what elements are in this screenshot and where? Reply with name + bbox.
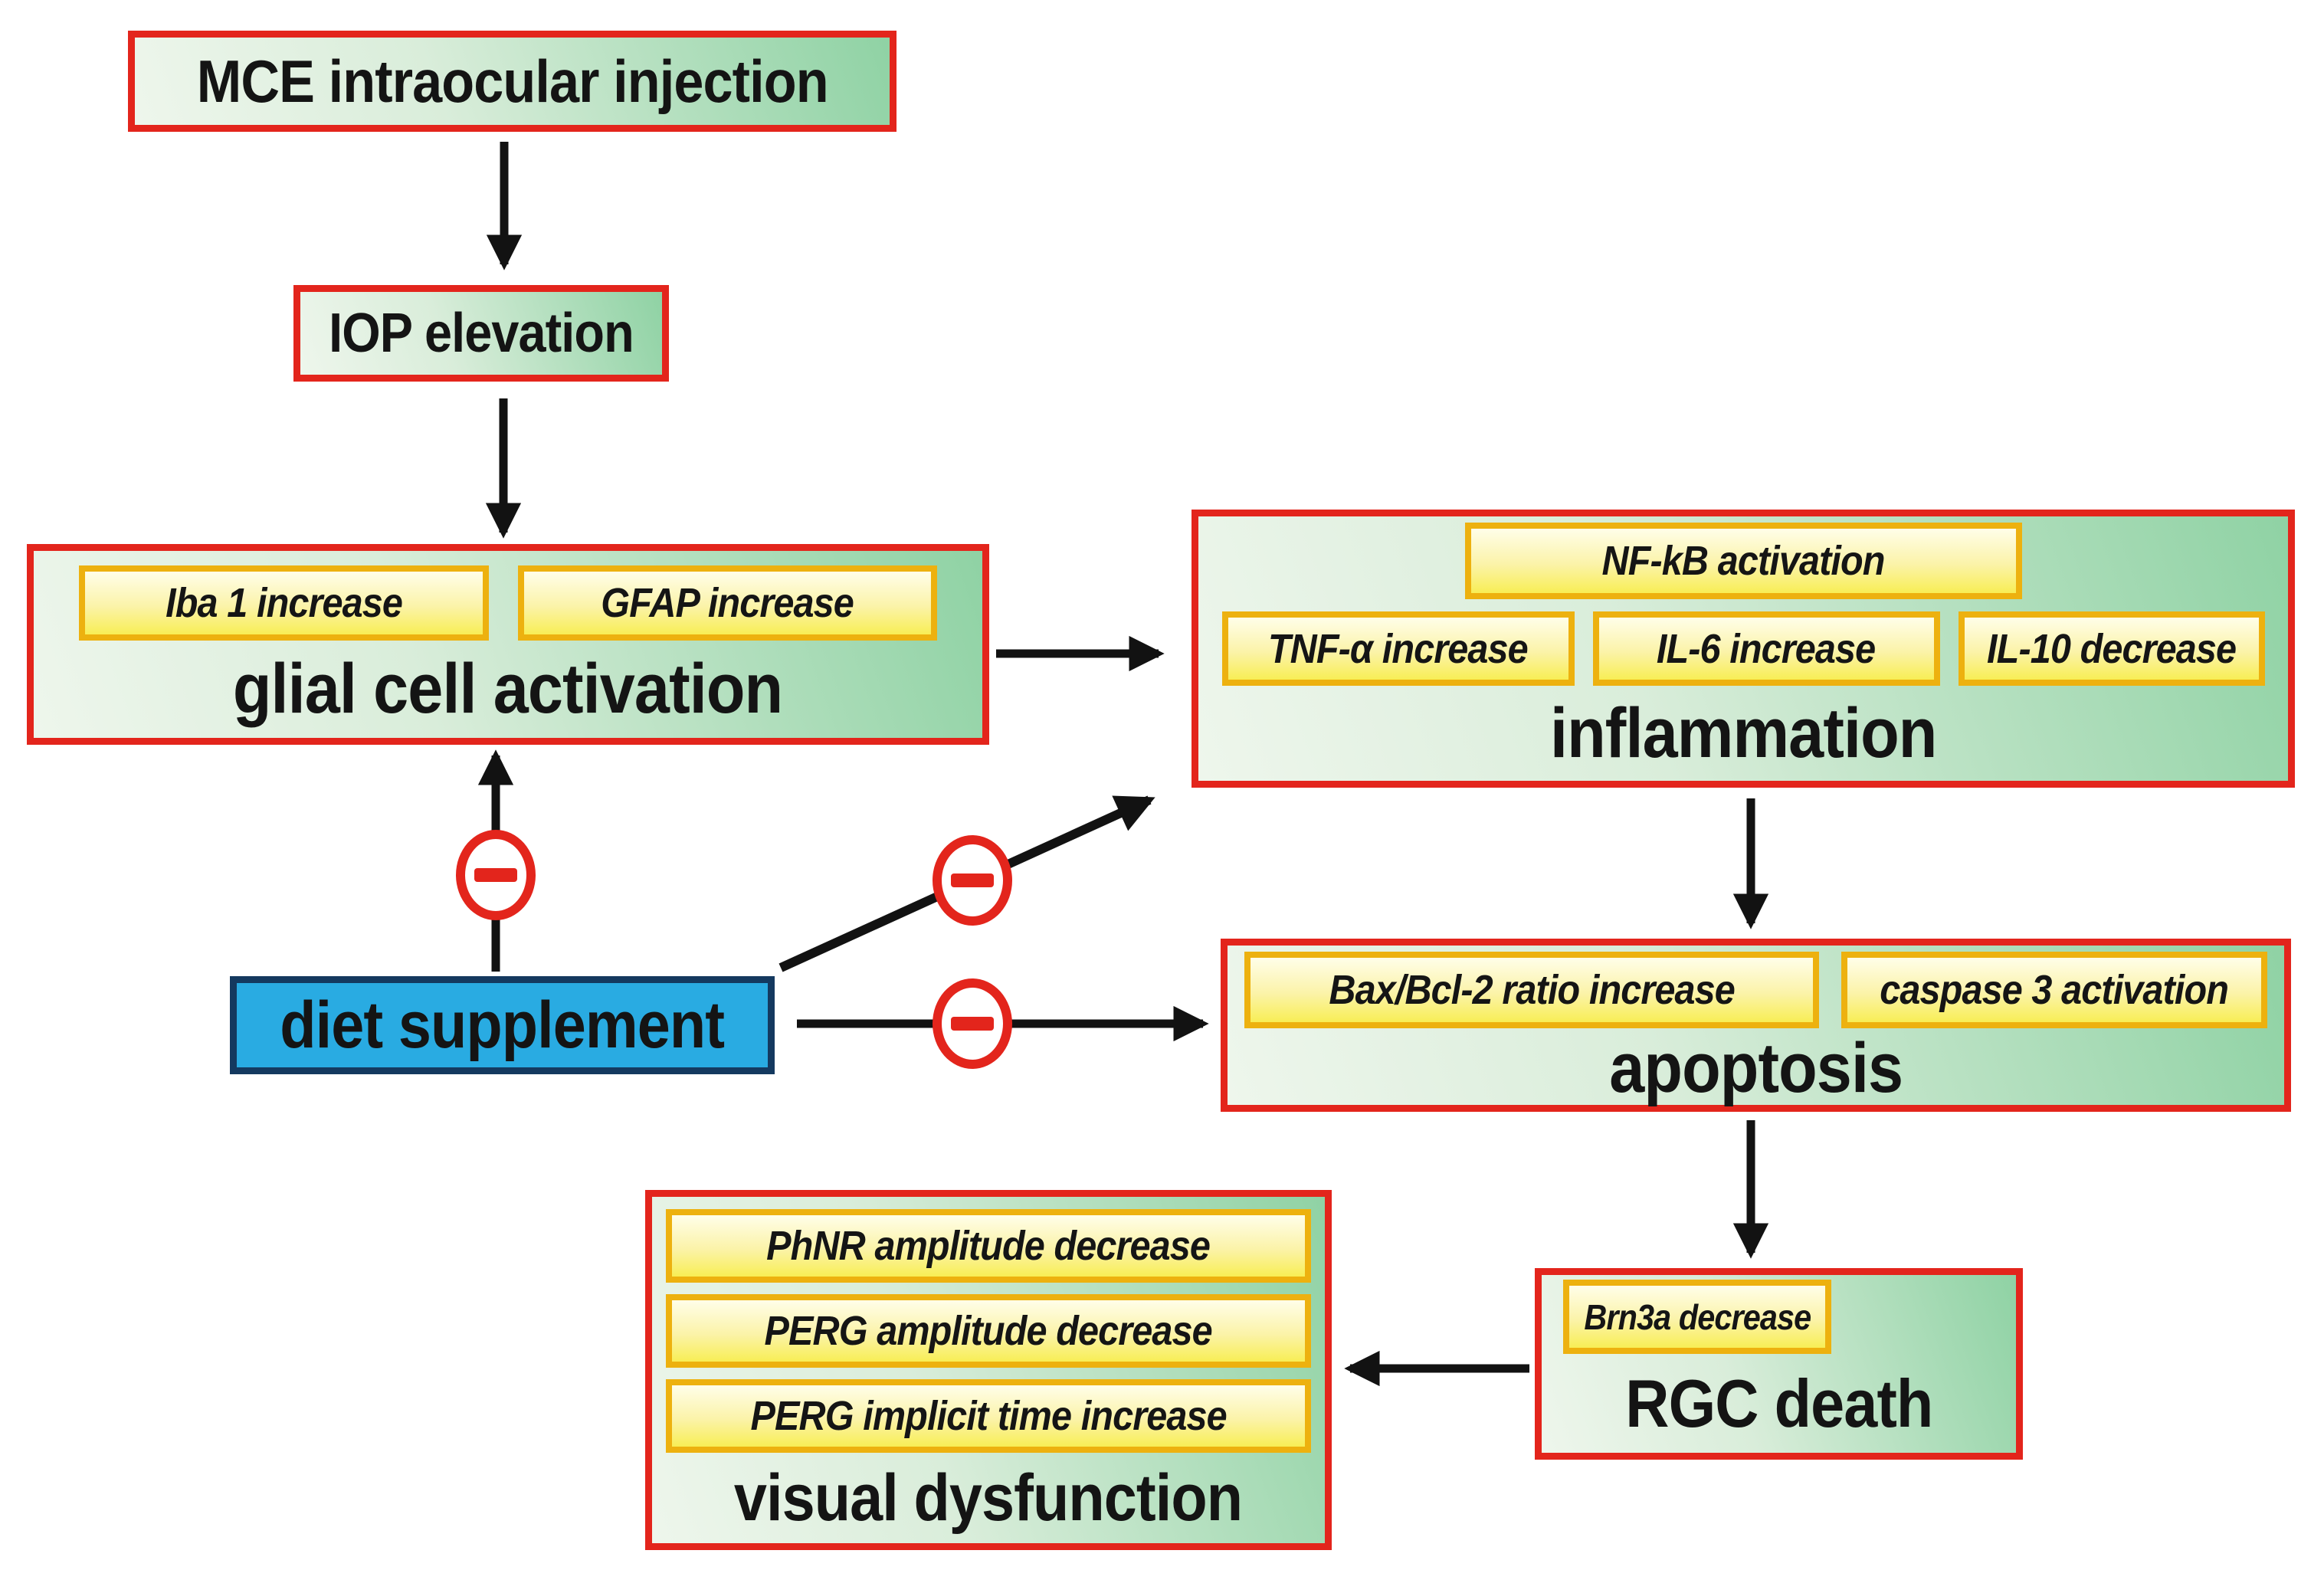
marker-chip-tnfa: TNF-α increase [1221,611,1575,686]
minus-bar [951,873,994,887]
node-mce-intraocular-injection: MCE intraocular injection [128,31,896,132]
marker-chip-il10: IL-10 decrease [1958,611,2265,686]
marker-chip-nfkb: NF-kB activation [1464,523,2022,599]
minus-bar [951,1017,994,1031]
node-diet-supplement: diet supplement [230,976,775,1074]
marker-row: Bax/Bcl-2 ratio increase caspase 3 activ… [1228,952,2284,1028]
marker-chip-gfap: GFAP increase [518,565,937,641]
node-glial-cell-activation: Iba 1 increase GFAP increase glial cell … [27,544,989,745]
inhibition-minus-icon [933,835,1012,926]
marker-chip-brn3a: Brn3a decrease [1563,1280,1831,1354]
node-apoptosis: Bax/Bcl-2 ratio increase caspase 3 activ… [1221,939,2291,1112]
marker-chip-il6: IL-6 increase [1592,611,1940,686]
node-rgc-death: Brn3a decrease RGC death [1535,1268,2023,1460]
marker-chip-perg-implicit: PERG implicit time increase [666,1379,1311,1453]
node-label: visual dysfunction [734,1460,1243,1535]
marker-row: TNF-α increase IL-6 increase IL-10 decre… [1198,611,2288,686]
node-label: inflammation [1549,693,1937,772]
node-visual-dysfunction: PhNR amplitude decrease PERG amplitude d… [645,1190,1332,1550]
node-inflammation: NF-kB activation TNF-α increase IL-6 inc… [1192,510,2295,788]
marker-chip-bax-bcl2: Bax/Bcl-2 ratio increase [1244,952,1819,1028]
node-iop-elevation: IOP elevation [293,285,669,382]
node-label: diet supplement [280,988,726,1062]
node-label: apoptosis [1609,1029,1903,1107]
node-label: IOP elevation [329,303,634,364]
marker-chip-iba1: Iba 1 increase [79,565,489,641]
marker-chip-phnr: PhNR amplitude decrease [666,1209,1311,1283]
marker-chip-perg-amplitude: PERG amplitude decrease [666,1294,1311,1368]
marker-row: Iba 1 increase GFAP increase [34,565,982,641]
node-label: RGC death [1624,1365,1933,1441]
minus-bar [474,868,517,882]
node-label: glial cell activation [233,650,783,728]
inhibition-minus-icon [933,978,1012,1069]
inhibition-minus-icon [456,830,536,920]
node-label: MCE intraocular injection [196,47,829,115]
marker-chip-caspase3: caspase 3 activation [1841,952,2267,1028]
